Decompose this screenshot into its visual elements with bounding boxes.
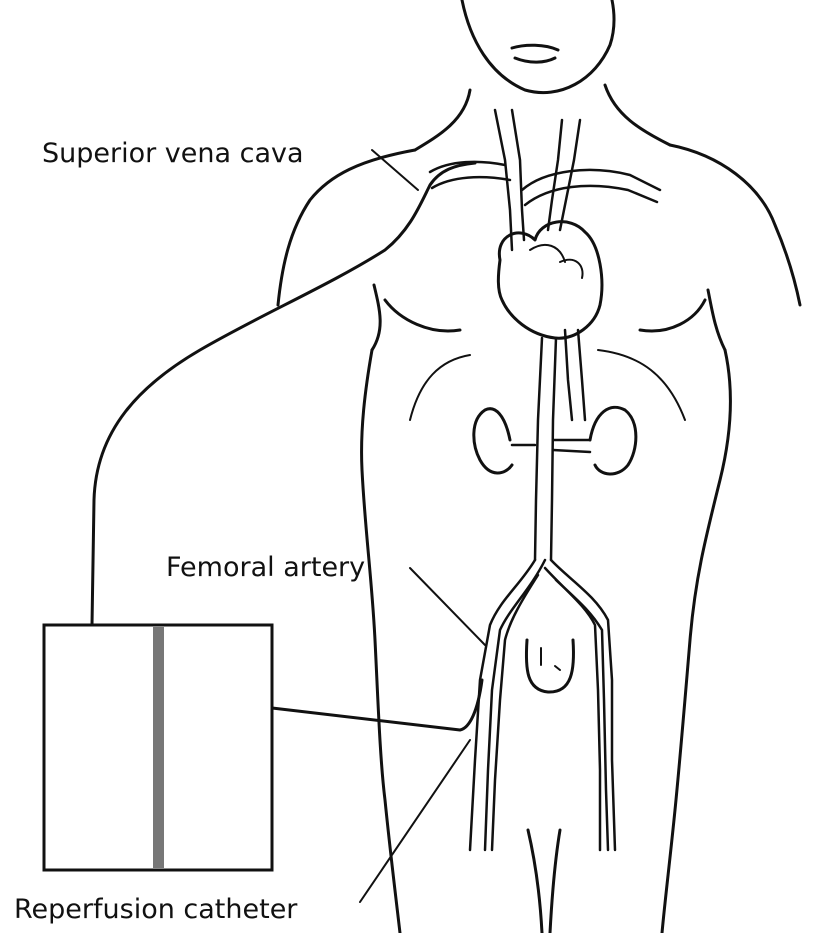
pectoral-right — [640, 300, 705, 331]
ribcage-line — [410, 350, 685, 420]
kidney-left — [474, 409, 512, 473]
renal-vessels — [512, 440, 590, 452]
reperfusion-pointer — [360, 740, 470, 902]
armpit-left — [372, 285, 380, 350]
ecmo-device-divider — [153, 627, 164, 868]
genitalia — [526, 640, 573, 692]
torso-left — [362, 350, 400, 933]
label-reperfusion-catheter: Reperfusion catheter — [14, 894, 298, 925]
mouth — [512, 45, 558, 62]
genitalia-detail — [541, 648, 560, 670]
neck-left — [415, 90, 470, 150]
body-outline — [278, 0, 800, 933]
shoulder-right — [670, 145, 800, 305]
label-femoral-artery: Femoral artery — [166, 552, 365, 583]
heart — [498, 222, 602, 338]
shoulder-left — [278, 150, 415, 305]
leg-inner-left — [528, 830, 542, 933]
label-superior-vena-cava: Superior vena cava — [42, 138, 304, 169]
svc-pointer — [372, 150, 418, 190]
great-vessels — [430, 110, 660, 250]
femoral-pointer — [410, 568, 485, 645]
torso-right — [662, 350, 730, 933]
ecmo-device — [44, 625, 272, 870]
kidney-right — [590, 407, 636, 474]
neck-right — [605, 85, 670, 145]
armpit-right — [708, 290, 725, 350]
leg-inner-right — [550, 830, 560, 933]
pectoral-left — [385, 300, 460, 331]
heart-detail — [530, 245, 583, 278]
heart-outline — [498, 222, 602, 338]
